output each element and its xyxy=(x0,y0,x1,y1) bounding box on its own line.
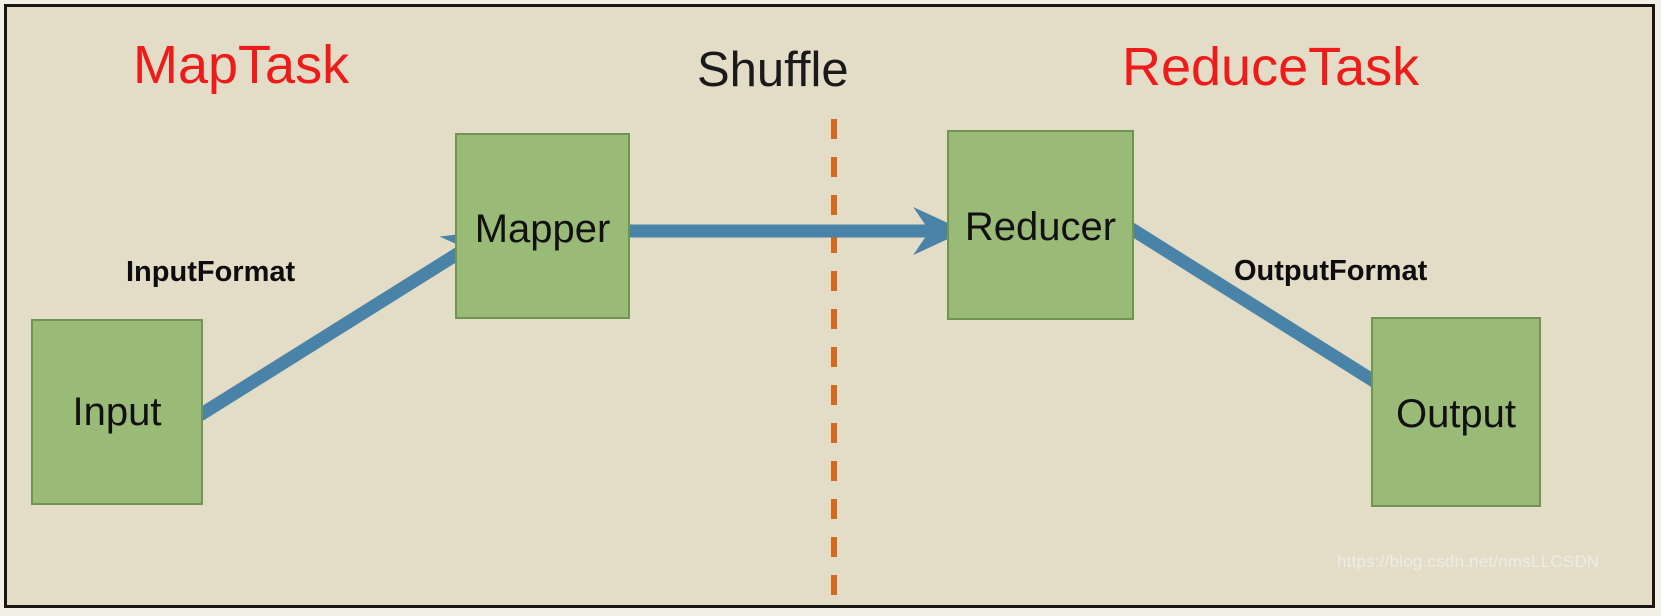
node-output[interactable]: Output xyxy=(1371,317,1541,507)
node-mapper[interactable]: Mapper xyxy=(455,133,630,319)
heading-shuffle: Shuffle xyxy=(697,43,849,97)
node-output-label: Output xyxy=(1395,392,1517,436)
node-input[interactable]: Input xyxy=(31,319,203,505)
heading-maptask: MapTask xyxy=(133,35,350,95)
heading-reducetask: ReduceTask xyxy=(1122,37,1420,97)
node-input-label: Input xyxy=(72,389,162,434)
watermark: https://blog.csdn.net/nmsLLCSDN xyxy=(1337,552,1600,571)
edge-label-inputformat: InputFormat xyxy=(126,256,296,288)
edge-label-outputformat: OutputFormat xyxy=(1234,255,1428,287)
node-reducer[interactable]: Reducer xyxy=(947,130,1134,320)
node-reducer-label: Reducer xyxy=(964,205,1117,249)
node-mapper-label: Mapper xyxy=(474,207,611,251)
